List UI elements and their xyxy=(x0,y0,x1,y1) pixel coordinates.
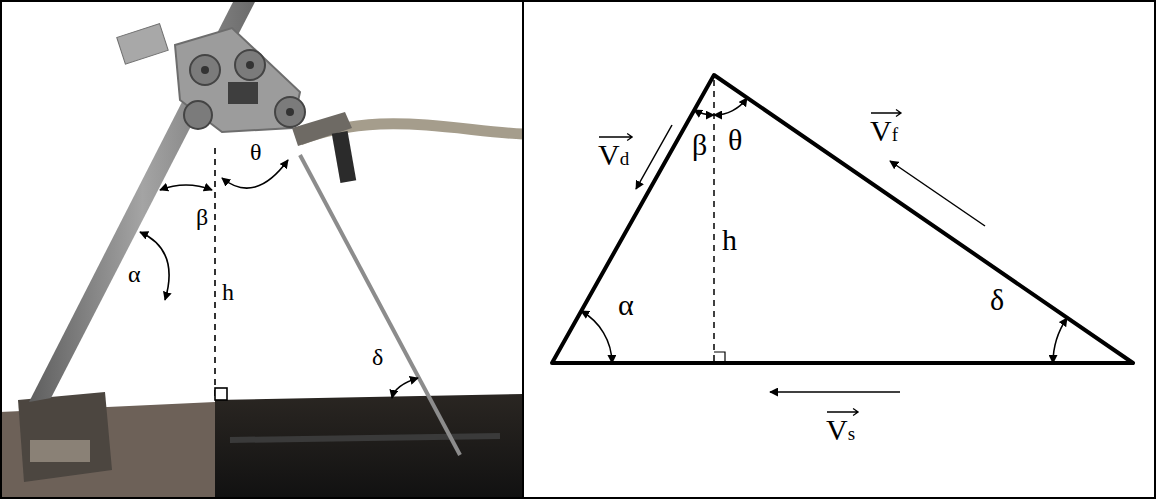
angle-arc xyxy=(222,160,288,188)
velocity-arrow xyxy=(636,125,672,189)
photo-annotations xyxy=(140,148,418,400)
angle-arc xyxy=(581,311,612,363)
angle-arc xyxy=(1053,318,1067,363)
angle-label: α xyxy=(128,262,141,286)
angle-label: θ xyxy=(728,125,742,155)
bolt xyxy=(201,66,209,74)
velocity-arrow xyxy=(890,161,985,226)
roller xyxy=(275,97,305,127)
angle-label: δ xyxy=(372,345,383,369)
workpiece-plate xyxy=(215,394,523,499)
height-line xyxy=(713,80,715,363)
angle-label: α xyxy=(618,290,634,320)
angle-label: θ xyxy=(250,140,262,164)
vector-label: Vf xyxy=(870,116,898,146)
pivot xyxy=(228,82,258,104)
angle-arc xyxy=(714,98,747,115)
angle-label: β xyxy=(196,205,208,229)
velocity-triangle xyxy=(552,75,1133,363)
velocity-arrow xyxy=(770,391,900,393)
bolt xyxy=(246,61,254,69)
electrode-rod xyxy=(300,155,460,455)
torch-clip xyxy=(332,131,356,183)
angle-arc xyxy=(140,232,169,300)
bolt xyxy=(286,108,294,116)
angle-arc xyxy=(694,110,714,115)
clamp-block xyxy=(30,440,90,462)
height-line xyxy=(214,148,216,400)
angle-label: δ xyxy=(990,285,1004,315)
right-angle-mark xyxy=(215,388,227,400)
plate-groove xyxy=(230,436,500,440)
angle-label: β xyxy=(692,130,707,160)
height-label: h xyxy=(222,280,234,304)
welding-rig-photo xyxy=(0,0,523,499)
bracket xyxy=(117,24,168,65)
roller xyxy=(190,55,220,85)
triangle-diagram xyxy=(552,75,1133,392)
angle-arc xyxy=(160,185,212,190)
roller xyxy=(184,101,212,129)
roller xyxy=(235,50,265,80)
right-angle-mark xyxy=(714,352,725,363)
vector-label: Vd xyxy=(598,140,629,170)
panel-divider xyxy=(522,0,524,499)
vector-label: Vs xyxy=(826,415,855,445)
clamp xyxy=(18,392,112,482)
height-label: h xyxy=(722,225,737,255)
angle-arc xyxy=(392,378,418,398)
